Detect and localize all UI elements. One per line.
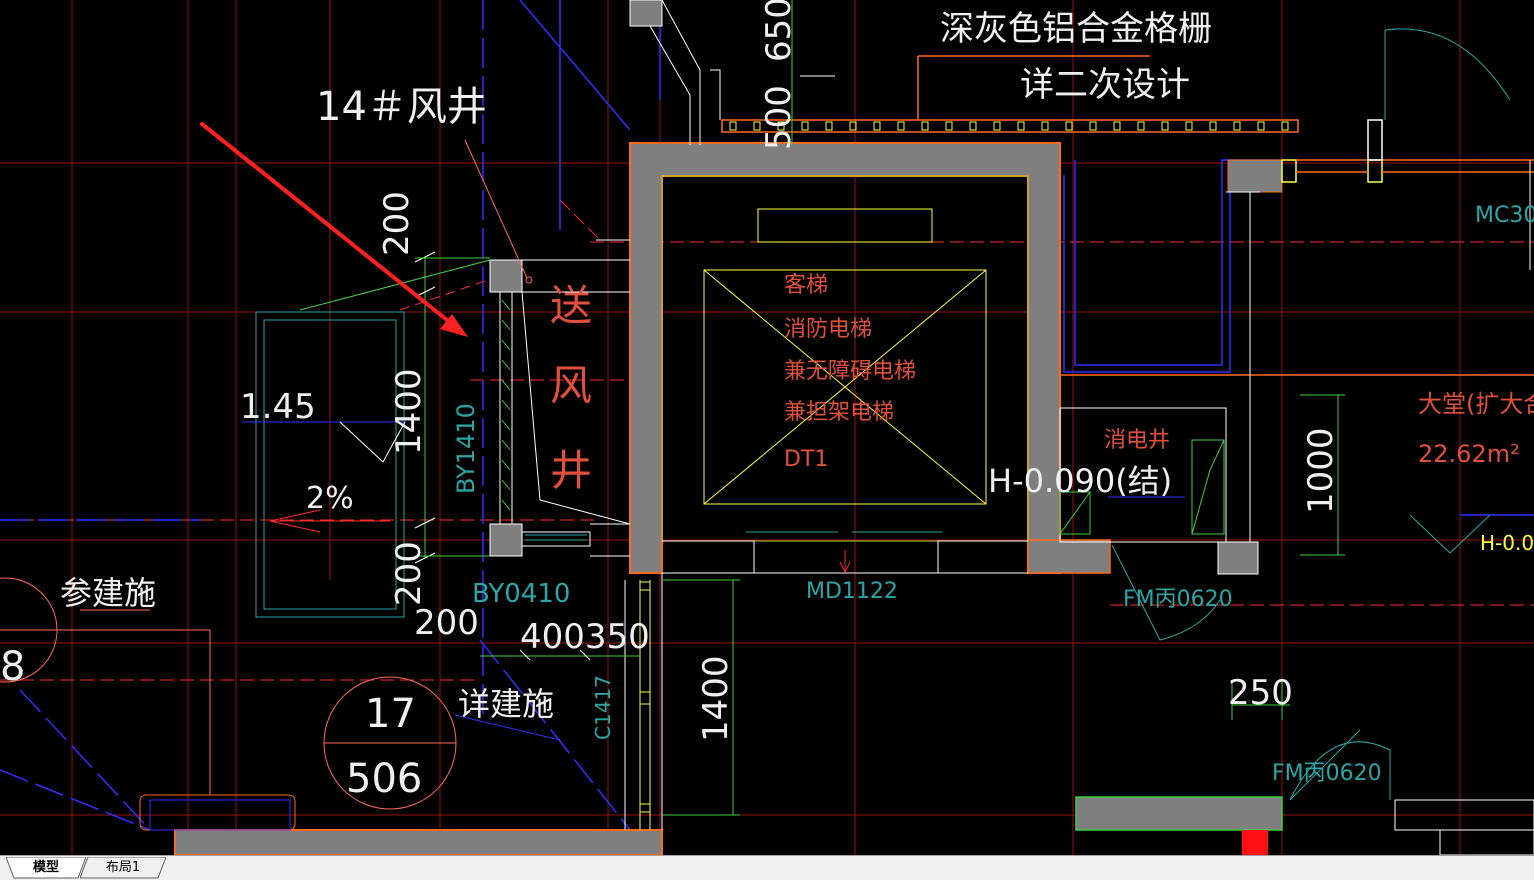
lobby-area: 22.62m² — [1418, 440, 1520, 468]
dim-500: 500 — [759, 85, 799, 150]
dimension-lines — [414, 0, 1345, 816]
grille — [721, 55, 1534, 376]
slope-percent: 2% — [306, 481, 354, 516]
dim-1400-left: 1400 — [389, 368, 429, 455]
elevator-label-4: 兼担架电梯 — [784, 400, 894, 425]
tab-layout1-label: 布局1 — [105, 860, 141, 875]
vent-by2-label: BY0410 — [472, 579, 570, 609]
lobby-label: 大堂(扩大合用 — [1418, 390, 1534, 418]
tab-layout1-shape — [80, 857, 166, 879]
dim-1400-bottom: 1400 — [696, 655, 736, 742]
level-mark-right: H-0.0 — [1480, 531, 1534, 555]
grille-ticks — [729, 121, 1289, 131]
drawing-text: 深灰色铝合金格栅 详二次设计 14＃风井 送 风 井 客梯 消防电梯 兼无障碍电… — [0, 0, 1534, 802]
grille-bar — [1161, 121, 1169, 131]
elevator-label-3: 兼无障碍电梯 — [784, 359, 916, 384]
dim-400350: 400350 — [520, 617, 650, 657]
shaft-inner — [661, 175, 1029, 542]
door-swings — [1111, 28, 1534, 855]
grille-bar — [1257, 121, 1265, 131]
cad-drawing-canvas[interactable]: 深灰色铝合金格栅 详二次设计 14＃风井 送 风 井 客梯 消防电梯 兼无障碍电… — [0, 0, 1534, 855]
vent-by1-label: BY1410 — [452, 403, 480, 494]
door-fm-label-1: FM丙0620 — [1123, 587, 1233, 612]
door-mc-label: MC30 — [1475, 203, 1534, 228]
grille-bar — [1113, 121, 1121, 131]
grille-bar — [801, 121, 809, 131]
supply-char-1: 送 — [550, 281, 592, 330]
grid-lines — [0, 0, 1534, 855]
grille-bar — [1137, 121, 1145, 131]
grille-bar — [777, 121, 785, 131]
grille-bar — [729, 121, 737, 131]
shaft-tag: 14＃风井 — [316, 84, 487, 130]
elevator-label-5: DT1 — [784, 447, 828, 472]
grille-bar — [849, 121, 857, 131]
grille-bar — [969, 121, 977, 131]
supply-shaft — [499, 259, 631, 557]
ref-detail-label: 详建施 — [458, 685, 554, 723]
tab-model-shape — [6, 857, 86, 879]
upper-duct — [596, 0, 1260, 542]
grille-bar — [1185, 121, 1193, 131]
annotation-graphics — [0, 139, 561, 831]
dim-200-top: 200 — [377, 191, 417, 256]
tab-layout1[interactable]: 布局1 — [80, 857, 166, 879]
ref-left-label: 参建施 — [60, 574, 156, 612]
supply-char-2: 风 — [550, 361, 592, 410]
blue-lines — [0, 0, 1534, 831]
shaft-walls — [174, 0, 1283, 855]
elevator-label-2: 消防电梯 — [784, 317, 872, 342]
window-c-label: C1417 — [591, 675, 615, 740]
door-fm-label-2: FM丙0620 — [1272, 761, 1382, 786]
dim-650: 650 — [759, 0, 799, 62]
tab-model-label: 模型 — [32, 860, 59, 875]
grille-bar — [1233, 121, 1241, 131]
elevator-door — [662, 531, 1028, 574]
left-bubble-fragment: 8 — [0, 644, 25, 690]
dim-250: 250 — [1228, 673, 1293, 713]
grille-bar — [1209, 121, 1217, 131]
dim-1000: 1000 — [1301, 427, 1341, 514]
grille-bar — [753, 121, 761, 131]
grille-bar — [921, 121, 929, 131]
grille-bar — [993, 121, 1001, 131]
grille-bar — [1065, 121, 1073, 131]
level-mark: H-0.090(结) — [988, 462, 1172, 500]
grille-bar — [945, 121, 953, 131]
grille-bar — [825, 121, 833, 131]
dim-200-horizontal: 200 — [414, 603, 479, 643]
layout-tab-bar: 模型 布局1 — [0, 855, 1534, 880]
grille-note-2: 详二次设计 — [1020, 65, 1190, 105]
bubble-bottom-number: 506 — [346, 756, 422, 802]
cad-drawing-viewport[interactable]: 深灰色铝合金格栅 详二次设计 14＃风井 送 风 井 客梯 消防电梯 兼无障碍电… — [0, 0, 1534, 855]
tab-model[interactable]: 模型 — [6, 857, 86, 879]
grille-bar — [1017, 121, 1025, 131]
elevator-label-1: 客梯 — [784, 273, 828, 298]
grille-bar — [1281, 121, 1289, 131]
electric-shaft-label: 消电井 — [1104, 428, 1170, 453]
grille-bar — [873, 121, 881, 131]
grille-bar — [1041, 121, 1049, 131]
grille-note-1: 深灰色铝合金格栅 — [940, 9, 1212, 49]
door-md-label: MD1122 — [806, 579, 898, 604]
window-column — [624, 573, 663, 830]
elevator-car — [703, 208, 987, 505]
red-annotation-arrow — [200, 122, 468, 337]
slope-value: 1.45 — [240, 387, 316, 427]
electric-shaft — [1059, 407, 1227, 543]
grille-bar — [897, 121, 905, 131]
dim-200-bottom: 200 — [389, 541, 429, 606]
grille-bar — [1089, 121, 1097, 131]
bubble-top-number: 17 — [365, 691, 416, 737]
left-ramp — [242, 259, 491, 618]
supply-char-3: 井 — [550, 446, 592, 495]
